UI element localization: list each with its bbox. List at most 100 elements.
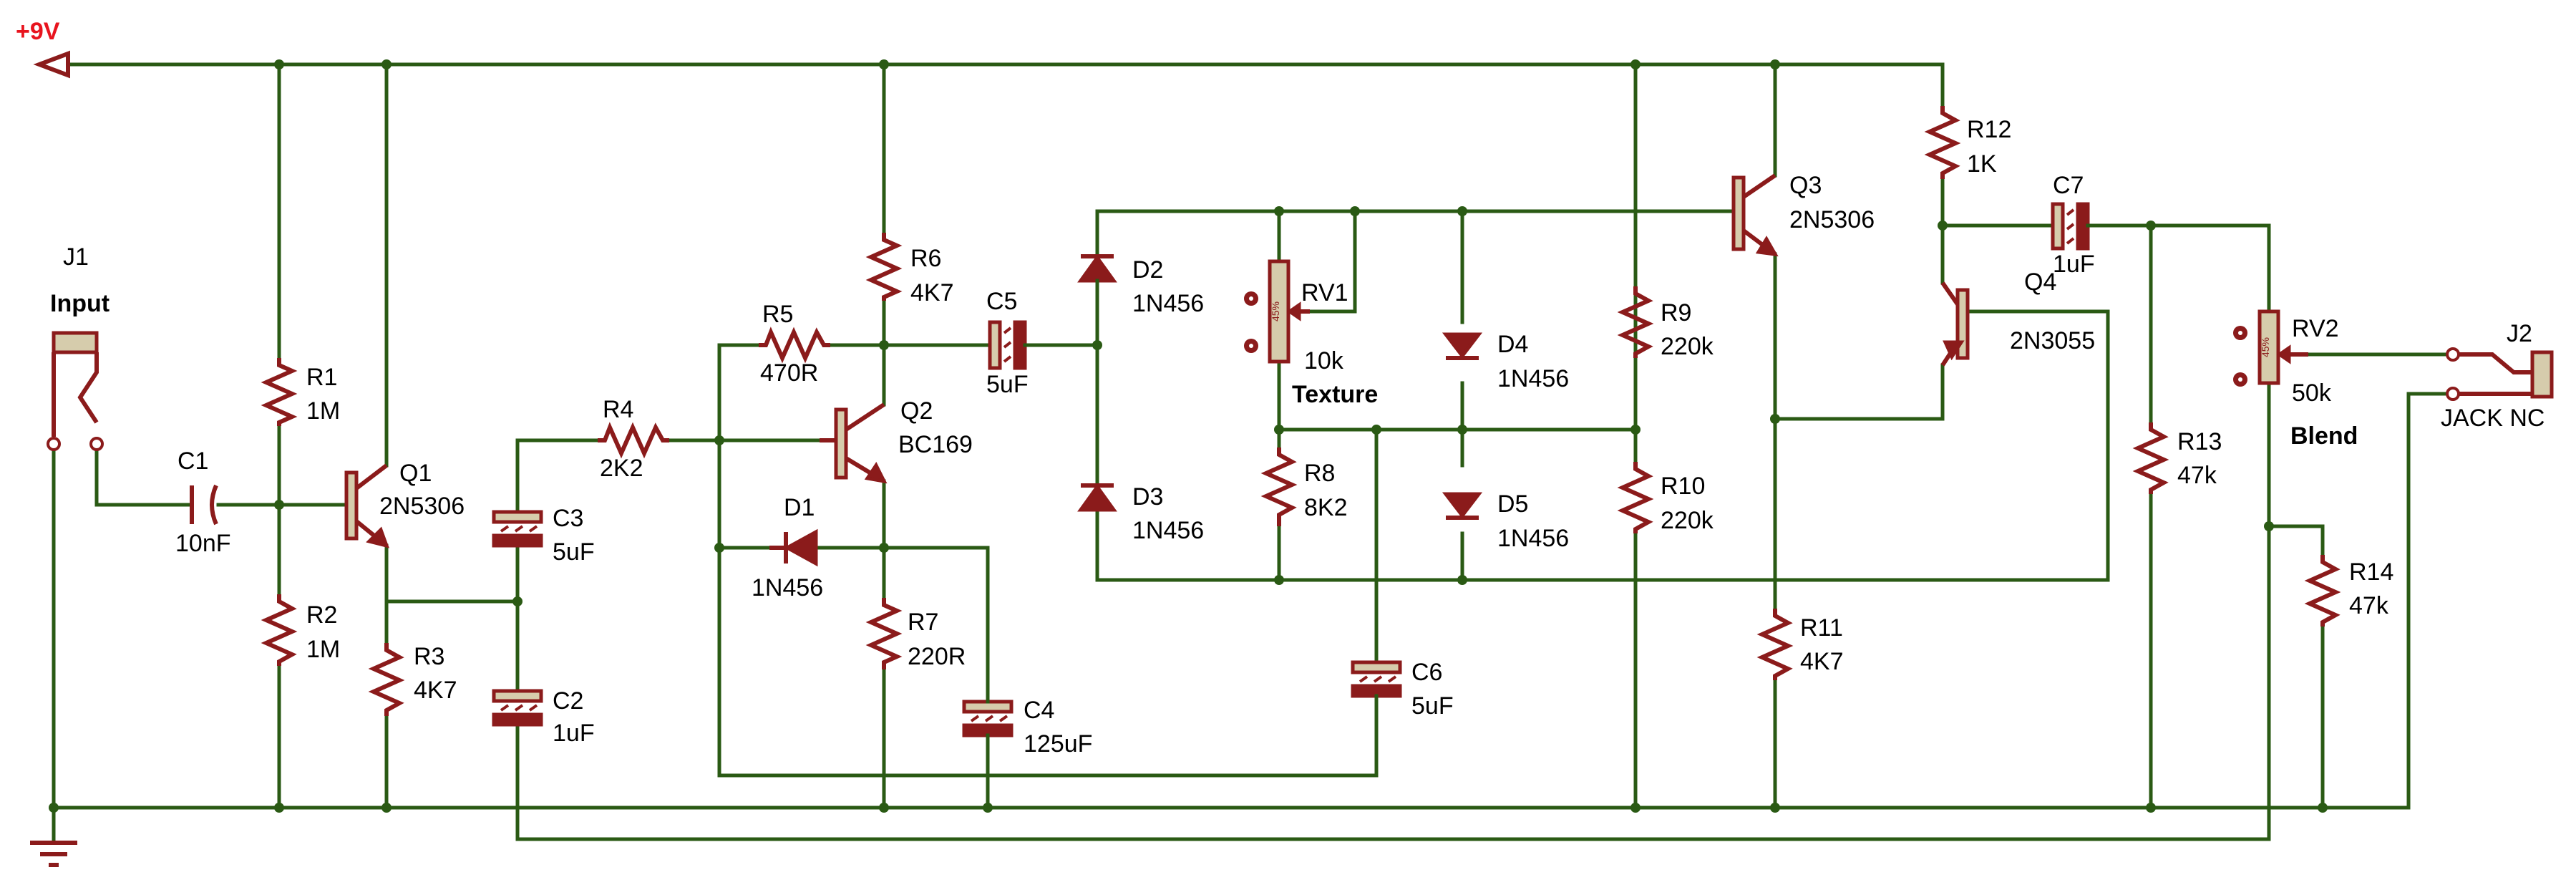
junction-dot <box>512 596 523 606</box>
junction-dot <box>1630 803 1641 813</box>
component-value: 2N5306 <box>1789 206 1875 233</box>
resistor-r11: R11 4K7 <box>1756 609 1844 680</box>
junction-dot <box>1770 803 1780 813</box>
component-value: 10k <box>1304 347 1344 374</box>
capacitor-c6: C6 5uF <box>1351 659 1454 720</box>
component-value: 1M <box>306 397 340 425</box>
junction-dot <box>1457 206 1467 216</box>
component-ref: D4 <box>1497 331 1528 358</box>
component-value: 1uF <box>553 720 595 747</box>
component-value: 4K7 <box>414 677 457 704</box>
component-value: 1K <box>1967 150 1997 178</box>
component-ref: R7 <box>908 609 938 636</box>
resistor-r12: R12 1K <box>1924 106 2011 179</box>
capacitor-c5: C5 5uF <box>977 288 1031 398</box>
junction-dot <box>983 803 993 813</box>
junction-dot <box>1274 425 1284 435</box>
component-caption: Blend <box>2290 422 2358 450</box>
capacitor-c3: C3 5uF <box>492 505 595 566</box>
transistor-q1: Q1 2N5306 <box>344 460 465 548</box>
power-terminal: +9V <box>16 18 70 79</box>
component-value: 50k <box>2292 379 2332 407</box>
resistor-r10: R10 220k <box>1617 462 1714 534</box>
wires <box>52 62 2455 843</box>
potentiometer-rv2: 45% RV2 50k Blend <box>2233 309 2358 450</box>
resistor-r3: R3 4K7 <box>368 643 457 716</box>
component-ref: J2 <box>2507 320 2532 347</box>
component-ref: D3 <box>1132 483 1163 511</box>
junction-dot <box>1630 425 1641 435</box>
component-value: JACK NC <box>2441 405 2545 432</box>
component-caption: Input <box>50 290 110 317</box>
component-ref: Q2 <box>900 397 933 425</box>
component-ref: R4 <box>603 396 633 423</box>
component-value: 5uF <box>986 371 1029 398</box>
power-label: +9V <box>16 18 60 45</box>
junction-dot <box>274 803 284 813</box>
component-ref: R3 <box>414 643 444 670</box>
junctions <box>49 59 2328 813</box>
junction-dot <box>1770 59 1780 69</box>
ground-symbol <box>30 841 77 867</box>
junction-dot <box>879 59 889 69</box>
junction-dot <box>879 543 889 553</box>
component-value: 1N456 <box>1132 517 1204 544</box>
junction-dot <box>2146 803 2156 813</box>
junction-dot <box>714 435 724 445</box>
component-value: 8K2 <box>1304 494 1348 521</box>
component-ref: Q1 <box>399 460 432 487</box>
output-jack-j2: J2 JACK NC <box>2441 320 2554 432</box>
capacitor-c2: C2 1uF <box>492 687 595 747</box>
component-ref: C2 <box>553 687 583 715</box>
component-value: 2N3055 <box>2010 327 2095 354</box>
junction-dot <box>274 500 284 510</box>
component-ref: R13 <box>2177 428 2222 455</box>
component-ref: J1 <box>63 243 89 271</box>
transistor-q4: Q4 2N3055 <box>1940 269 2095 367</box>
junction-dot <box>2264 521 2274 531</box>
junction-dot <box>1938 221 1948 231</box>
diode-d5: D5 1N456 <box>1442 490 1569 552</box>
component-ref: Q3 <box>1789 172 1822 199</box>
resistor-r6: R6 4K7 <box>865 233 954 306</box>
component-ref: R8 <box>1304 460 1335 487</box>
component-value: 1M <box>306 636 340 663</box>
component-value: 220k <box>1661 333 1714 360</box>
resistor-r4: R4 2K2 <box>598 396 669 482</box>
component-ref: C6 <box>1411 659 1442 686</box>
component-value: 4K7 <box>910 279 954 306</box>
input-jack-j1: J1 Input <box>47 243 110 451</box>
component-value: 10nF <box>175 530 231 557</box>
component-ref: R11 <box>1800 614 1843 642</box>
component-ref: R14 <box>2349 558 2393 586</box>
component-value: 47k <box>2349 592 2389 619</box>
component-value: 2K2 <box>600 455 643 482</box>
junction-dot <box>49 803 59 813</box>
junction-dot <box>2146 221 2156 231</box>
component-ref: R6 <box>910 245 941 272</box>
component-value: 125uF <box>1024 730 1092 758</box>
component-caption: Texture <box>1292 381 1378 408</box>
resistor-r14: R14 47k <box>2304 555 2393 627</box>
component-value: 220k <box>1661 507 1714 534</box>
wiper-percent: 45% <box>2260 337 2271 357</box>
component-value: 1uF <box>2053 251 2095 278</box>
component-ref: C4 <box>1024 697 1054 724</box>
transistor-q3: Q3 2N5306 <box>1731 172 1875 257</box>
resistor-r13: R13 47k <box>2132 422 2222 494</box>
diode-d4: D4 1N456 <box>1442 331 1569 392</box>
junction-dot <box>879 803 889 813</box>
junction-dot <box>1274 206 1284 216</box>
component-ref: D2 <box>1132 256 1163 284</box>
diode-d3: D3 1N456 <box>1077 483 1204 544</box>
component-ref: D1 <box>784 494 815 521</box>
component-value: 1N456 <box>1497 365 1569 392</box>
component-value: 1N456 <box>1497 525 1569 552</box>
junction-dot <box>1274 575 1284 585</box>
component-ref: C1 <box>178 448 208 475</box>
component-ref: C5 <box>986 288 1017 315</box>
resistor-r7: R7 220R <box>865 598 966 670</box>
component-value: 47k <box>2177 462 2217 489</box>
component-ref: R9 <box>1661 299 1691 327</box>
